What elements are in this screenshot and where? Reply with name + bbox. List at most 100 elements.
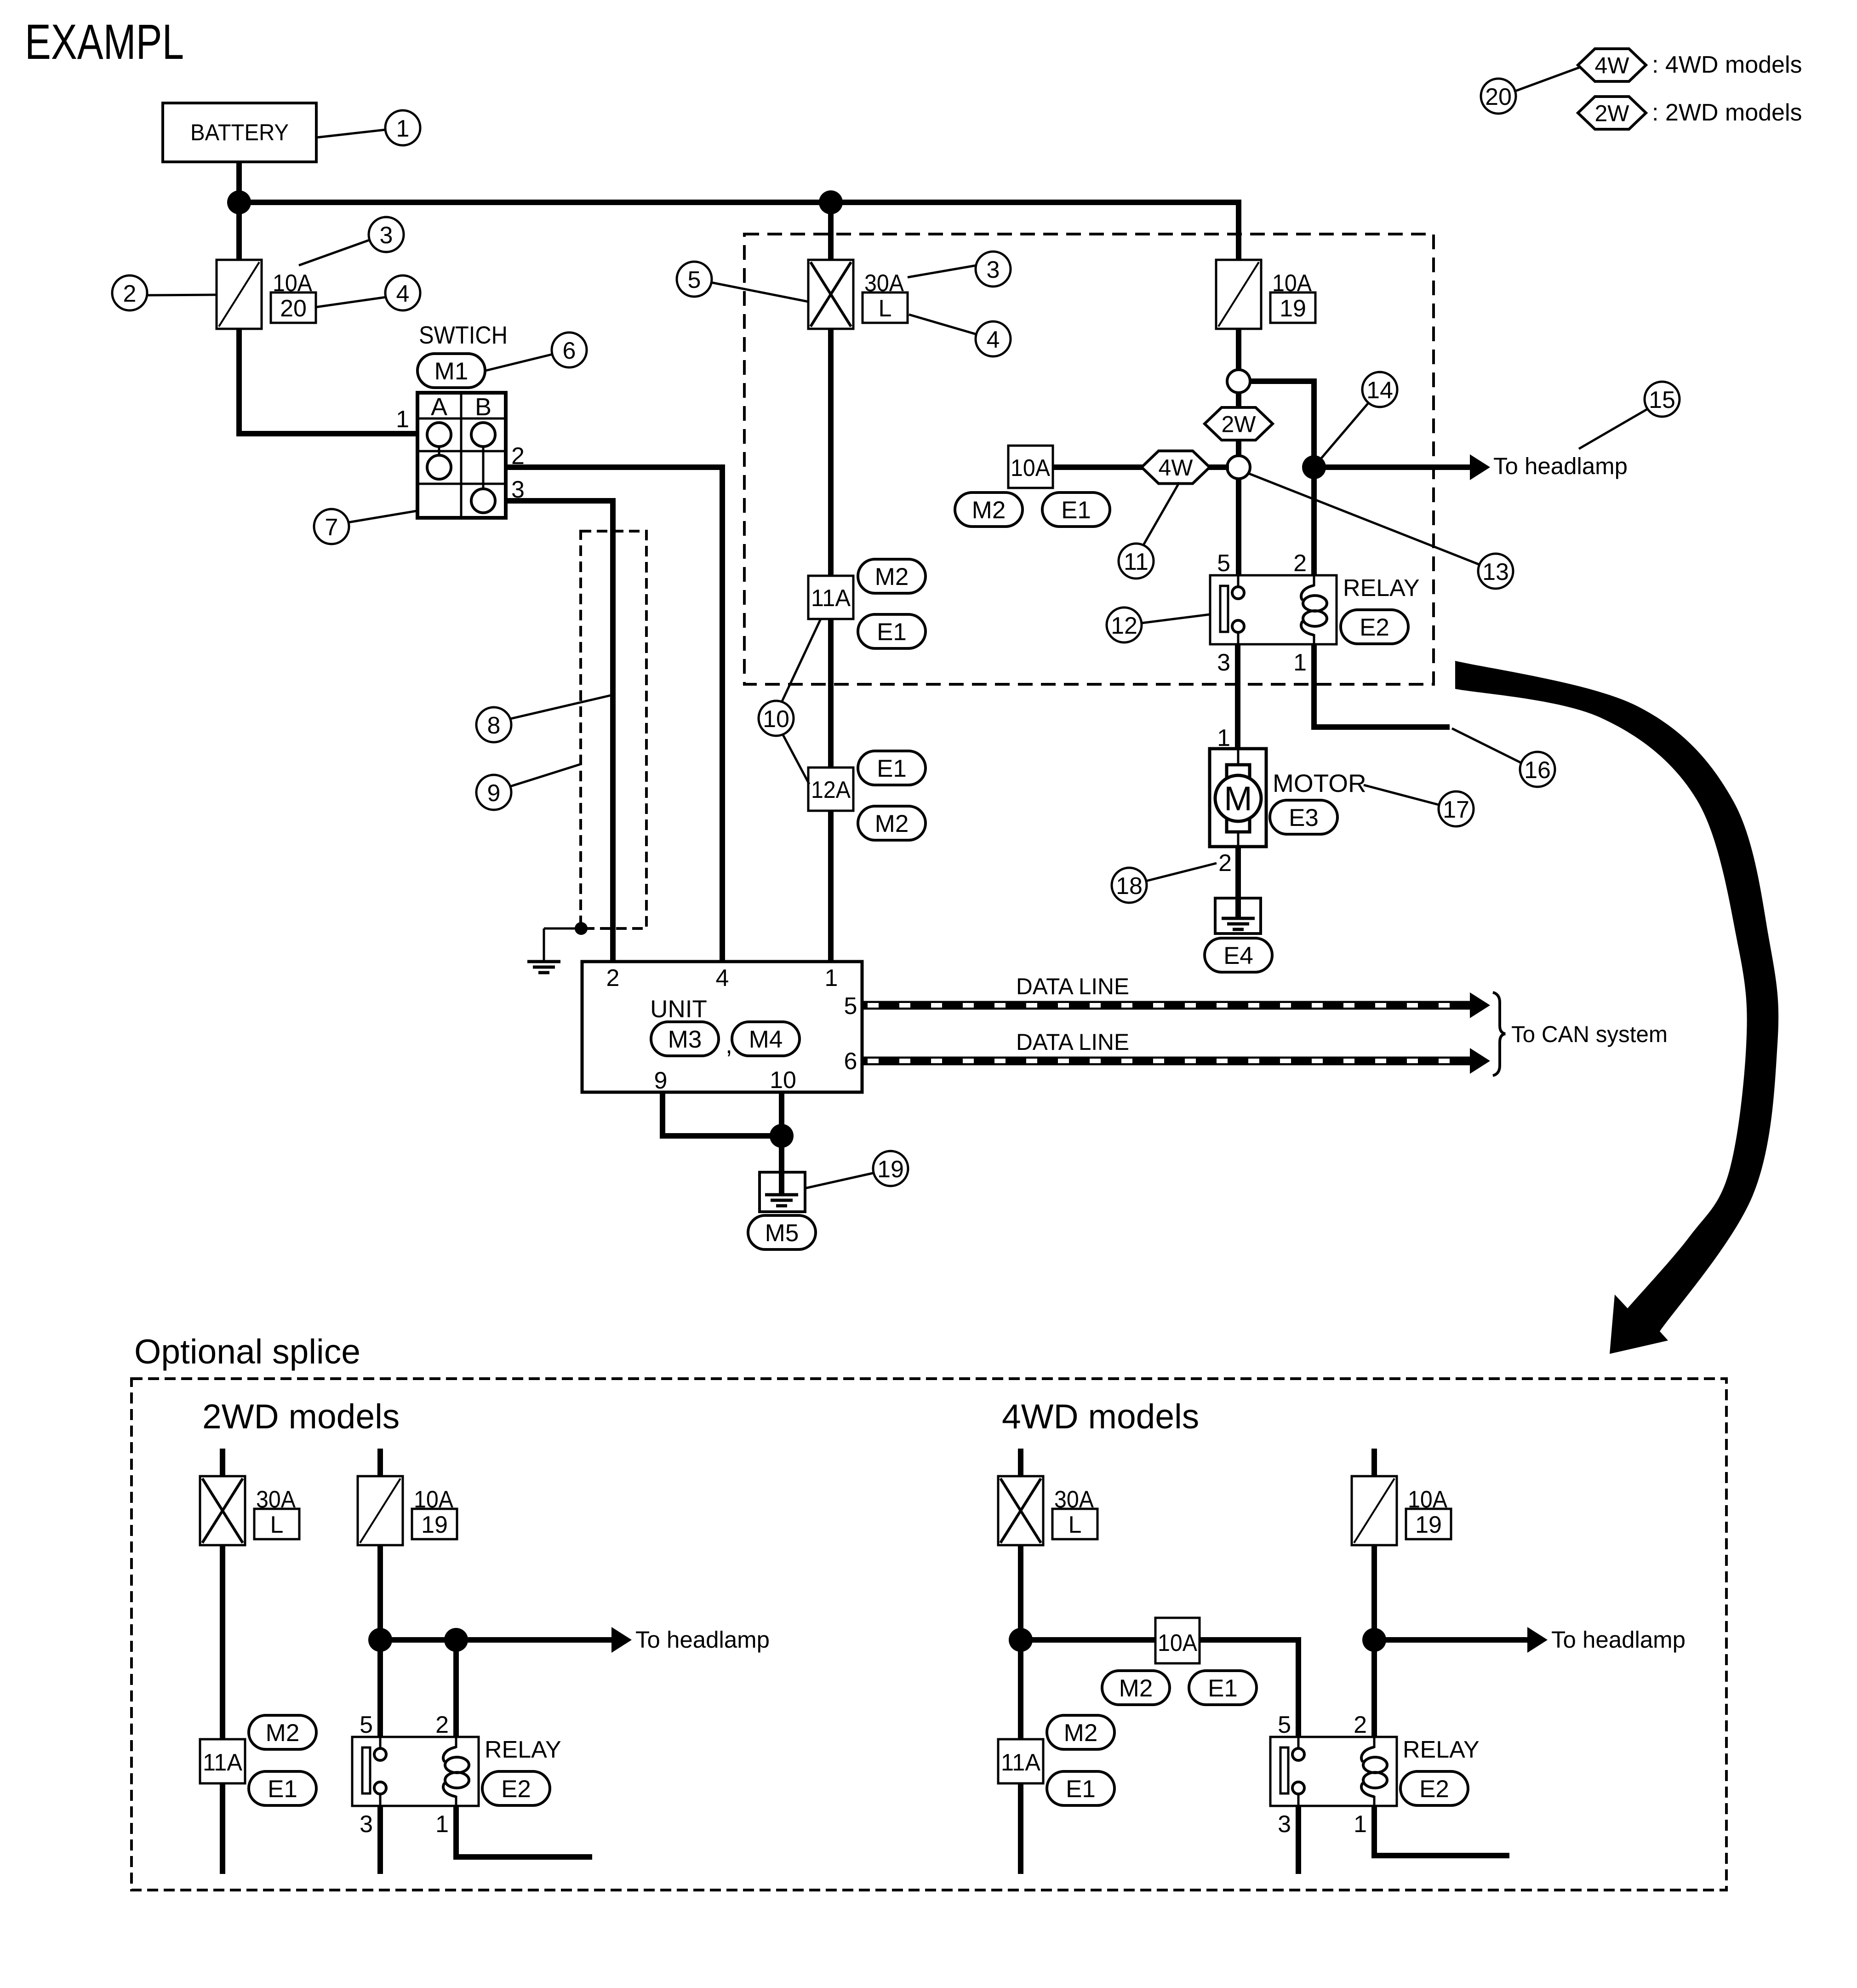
svg-text:To CAN system: To CAN system	[1511, 1021, 1668, 1047]
svg-text:M2: M2	[875, 563, 909, 590]
svg-text:2W: 2W	[1595, 101, 1630, 126]
svg-text:3: 3	[380, 222, 393, 249]
svg-text:: 2WD models: : 2WD models	[1652, 99, 1802, 126]
svg-text:2WD models: 2WD models	[202, 1397, 400, 1436]
svg-text:2: 2	[1354, 1712, 1367, 1738]
svg-text:4: 4	[987, 327, 1000, 353]
svg-text:15: 15	[1649, 387, 1675, 413]
svg-text:RELAY: RELAY	[1403, 1736, 1480, 1763]
svg-text:L: L	[1068, 1512, 1082, 1538]
svg-text:BATTERY: BATTERY	[190, 120, 289, 145]
svg-text:2: 2	[1293, 550, 1307, 577]
svg-text:DATA LINE: DATA LINE	[1016, 974, 1129, 999]
svg-text:11A: 11A	[1001, 1749, 1040, 1776]
svg-text:4W: 4W	[1595, 53, 1630, 79]
svg-text:19: 19	[1280, 295, 1306, 322]
svg-text:4: 4	[716, 965, 729, 991]
svg-text:L: L	[270, 1512, 284, 1538]
svg-text:E3: E3	[1289, 804, 1319, 831]
svg-text:M2: M2	[875, 810, 909, 837]
svg-text:4WD models: 4WD models	[1002, 1397, 1199, 1436]
svg-text:3: 3	[1217, 649, 1230, 676]
svg-text:9: 9	[487, 780, 501, 807]
svg-text:A: A	[431, 393, 447, 421]
svg-text:6: 6	[844, 1048, 857, 1075]
svg-text:M4: M4	[749, 1026, 783, 1053]
svg-text:M2: M2	[1119, 1675, 1153, 1702]
svg-text:1: 1	[396, 115, 410, 142]
svg-text:18: 18	[1116, 873, 1143, 899]
svg-text:12A: 12A	[811, 777, 851, 803]
svg-text:E1: E1	[1208, 1675, 1238, 1702]
svg-text:19: 19	[1415, 1512, 1442, 1538]
svg-text:11A: 11A	[811, 585, 851, 612]
svg-text:10A: 10A	[1158, 1630, 1197, 1656]
svg-text:MOTOR: MOTOR	[1273, 769, 1366, 797]
svg-text:20: 20	[1485, 84, 1512, 110]
svg-text:E1: E1	[877, 619, 907, 646]
svg-text:1: 1	[435, 1811, 449, 1838]
svg-text:13: 13	[1482, 559, 1509, 585]
svg-text:1: 1	[396, 406, 409, 433]
svg-text:5: 5	[1217, 550, 1230, 577]
svg-text:Optional splice: Optional splice	[134, 1332, 360, 1371]
svg-text:3: 3	[1278, 1811, 1291, 1838]
svg-text:E1: E1	[1066, 1776, 1096, 1803]
svg-text:M1: M1	[434, 358, 469, 385]
svg-text:20: 20	[280, 295, 307, 322]
svg-text:M2: M2	[266, 1719, 300, 1747]
svg-text:M: M	[1224, 779, 1252, 818]
svg-text:6: 6	[563, 338, 576, 364]
svg-text:5: 5	[688, 267, 701, 293]
svg-text:To headlamp: To headlamp	[1493, 453, 1628, 479]
svg-text:9: 9	[654, 1067, 668, 1094]
svg-text:14: 14	[1366, 377, 1393, 404]
svg-text:10A: 10A	[1011, 455, 1050, 481]
svg-text:16: 16	[1524, 757, 1551, 784]
svg-text:4: 4	[396, 281, 410, 307]
svg-text:2: 2	[123, 281, 137, 307]
svg-text:SWTICH: SWTICH	[419, 321, 508, 349]
svg-text:E1: E1	[1061, 497, 1091, 524]
svg-text:19: 19	[877, 1156, 904, 1183]
svg-text:RELAY: RELAY	[1343, 575, 1420, 602]
svg-text:11A: 11A	[203, 1749, 242, 1776]
svg-text:10: 10	[770, 1067, 796, 1094]
svg-text:11: 11	[1124, 549, 1148, 575]
svg-text:2: 2	[1218, 850, 1232, 877]
svg-text:E2: E2	[1419, 1776, 1449, 1803]
svg-text:E1: E1	[877, 755, 907, 782]
svg-text:1: 1	[1293, 649, 1307, 676]
svg-text:2: 2	[435, 1712, 449, 1738]
svg-text:3: 3	[987, 257, 1000, 283]
svg-text:E2: E2	[1360, 614, 1389, 641]
svg-text:4W: 4W	[1159, 455, 1194, 481]
svg-text:E1: E1	[268, 1776, 297, 1803]
svg-text:7: 7	[325, 514, 338, 541]
svg-text:DATA LINE: DATA LINE	[1016, 1029, 1129, 1055]
svg-text:To headlamp: To headlamp	[1551, 1627, 1686, 1653]
svg-text:8: 8	[487, 712, 501, 739]
svg-text:5: 5	[360, 1712, 373, 1738]
svg-text:2W: 2W	[1222, 412, 1257, 437]
svg-text:UNIT: UNIT	[650, 996, 707, 1023]
svg-text:,: ,	[726, 1031, 732, 1059]
svg-text:B: B	[475, 393, 491, 421]
svg-text:M2: M2	[972, 497, 1006, 524]
svg-text:EXAMPL: EXAMPL	[25, 14, 184, 69]
svg-text:5: 5	[1278, 1712, 1291, 1738]
svg-text:1: 1	[825, 965, 838, 991]
svg-text:2: 2	[606, 965, 620, 991]
svg-text:M3: M3	[668, 1026, 702, 1053]
svg-text:To headlamp: To headlamp	[635, 1627, 770, 1653]
svg-text:1: 1	[1354, 1811, 1367, 1838]
svg-text:E2: E2	[501, 1776, 531, 1803]
svg-text:: 4WD models: : 4WD models	[1652, 52, 1802, 78]
svg-text:19: 19	[421, 1512, 448, 1538]
svg-text:E4: E4	[1223, 942, 1253, 969]
svg-text:M5: M5	[765, 1220, 799, 1247]
svg-text:10: 10	[763, 706, 789, 733]
svg-text:RELAY: RELAY	[485, 1736, 561, 1763]
svg-text:1: 1	[1217, 725, 1230, 751]
svg-text:L: L	[879, 295, 892, 322]
